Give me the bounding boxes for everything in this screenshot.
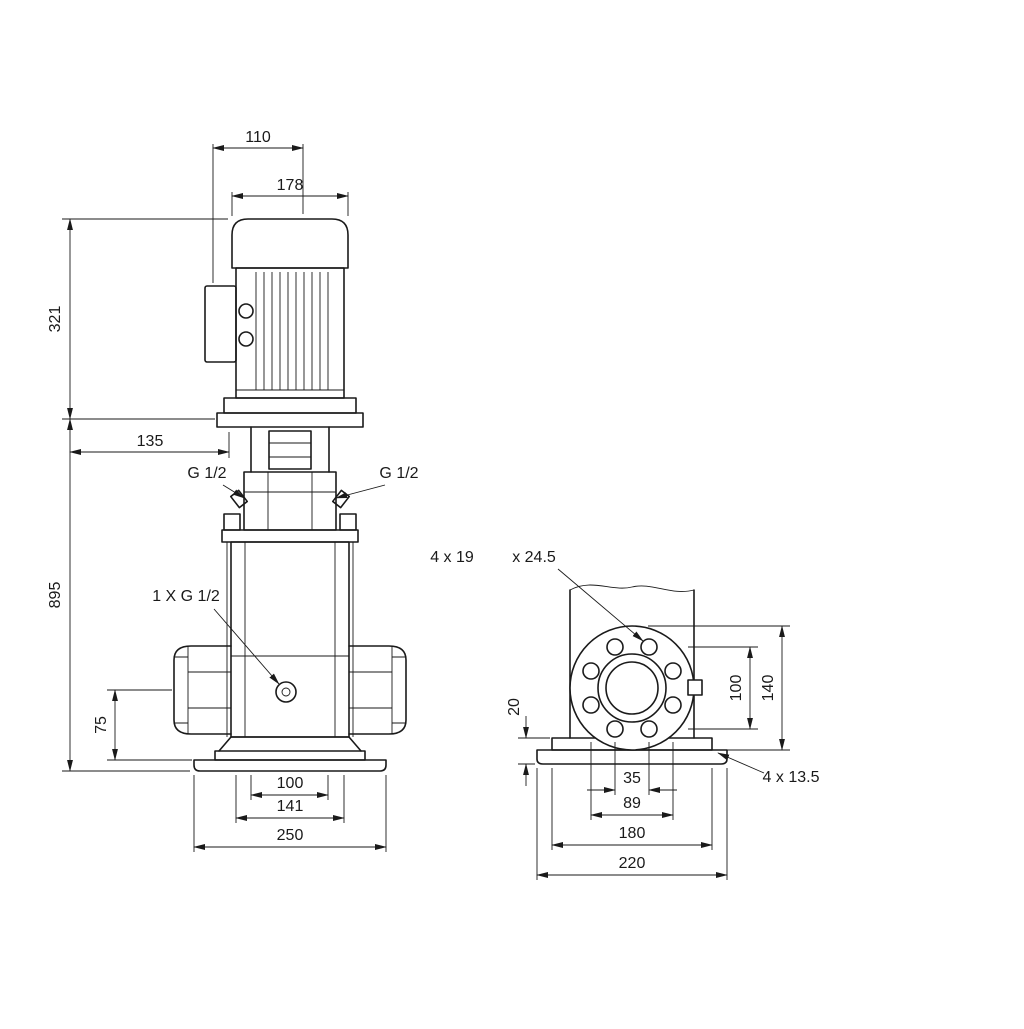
dim-height-motor: 321 [47, 218, 228, 420]
base [193, 736, 387, 772]
dim-base-length: 220 [536, 768, 728, 880]
dim-height-port-value: 75 [93, 716, 110, 734]
dim-width-top: 110 [212, 129, 304, 283]
dim-plate-thickness-value: 20 [506, 698, 523, 716]
dim-base-length-value: 220 [619, 855, 646, 872]
flange-bolt-holes [582, 638, 682, 738]
coupling [268, 430, 312, 470]
dim-height-total: 895 [47, 418, 190, 772]
drain-callout: 1 X G 1/2 [152, 588, 280, 685]
base-holes-label: 4 x 13.5 [763, 769, 820, 786]
plug-left-label: G 1/2 [187, 465, 226, 482]
port-left [173, 645, 232, 735]
flange-holes-depth-label: x 24.5 [512, 549, 556, 566]
side-view: 4 x 19 x 24.5 20 100 140 35 [430, 549, 820, 880]
dim-bolt-circle-value: 100 [728, 675, 745, 702]
plug-right-label: G 1/2 [379, 465, 418, 482]
flange [569, 625, 703, 751]
plug-right-callout: G 1/2 [335, 465, 419, 499]
dim-height-total-value: 895 [47, 582, 64, 609]
dim-width-top-value: 110 [245, 129, 271, 146]
staybolt-nut-right [339, 513, 357, 531]
dim-hole-span-wide: 89 [590, 742, 674, 820]
dim-flange-od-value: 140 [760, 675, 777, 702]
dim-flange-od: 140 [648, 625, 790, 751]
flange-holes-callout: 4 x 19 x 24.5 [430, 549, 644, 642]
front-view: 110 178 321 895 135 [47, 129, 419, 852]
dim-width-head-value: 135 [137, 433, 164, 450]
drain-plug [275, 681, 297, 703]
sleeve [569, 584, 695, 739]
dim-height-motor-value: 321 [47, 306, 64, 333]
gauge-tap [687, 679, 703, 696]
dim-hole-span-small-value: 35 [623, 770, 641, 787]
motor [204, 218, 349, 399]
dim-base-bolt-span: 180 [551, 768, 713, 850]
dim-width-head: 135 [69, 432, 230, 458]
dim-bolt-circle: 100 [688, 646, 758, 730]
dim-base-span-mid-value: 141 [277, 798, 304, 815]
flange-holes-label: 4 x 19 [430, 549, 474, 566]
drain-label: 1 X G 1/2 [152, 588, 220, 605]
dim-base-span-outer-value: 250 [277, 827, 304, 844]
staybolt-nut-left [223, 513, 241, 531]
base-holes-callout: 4 x 13.5 [717, 752, 820, 786]
port-right [348, 645, 407, 735]
dim-base-span-mid: 141 [235, 775, 345, 823]
pump-head [229, 471, 351, 531]
plug-left-callout: G 1/2 [187, 465, 245, 499]
dim-base-span-inner: 100 [250, 775, 329, 800]
motor-stool [216, 397, 364, 473]
dim-width-motor: 178 [231, 177, 349, 216]
dim-height-port: 75 [93, 689, 192, 761]
dim-base-bolt-span-value: 180 [619, 825, 646, 842]
dim-hole-span-small: 35 [587, 742, 677, 795]
dim-width-motor-value: 178 [277, 177, 304, 194]
dim-base-span-inner-value: 100 [277, 775, 304, 792]
terminal-box [204, 285, 237, 363]
dim-plate-thickness: 20 [506, 698, 550, 786]
dim-base-span-outer: 250 [193, 775, 387, 852]
dim-hole-span-wide-value: 89 [623, 795, 641, 812]
chamber-stack [221, 513, 359, 738]
